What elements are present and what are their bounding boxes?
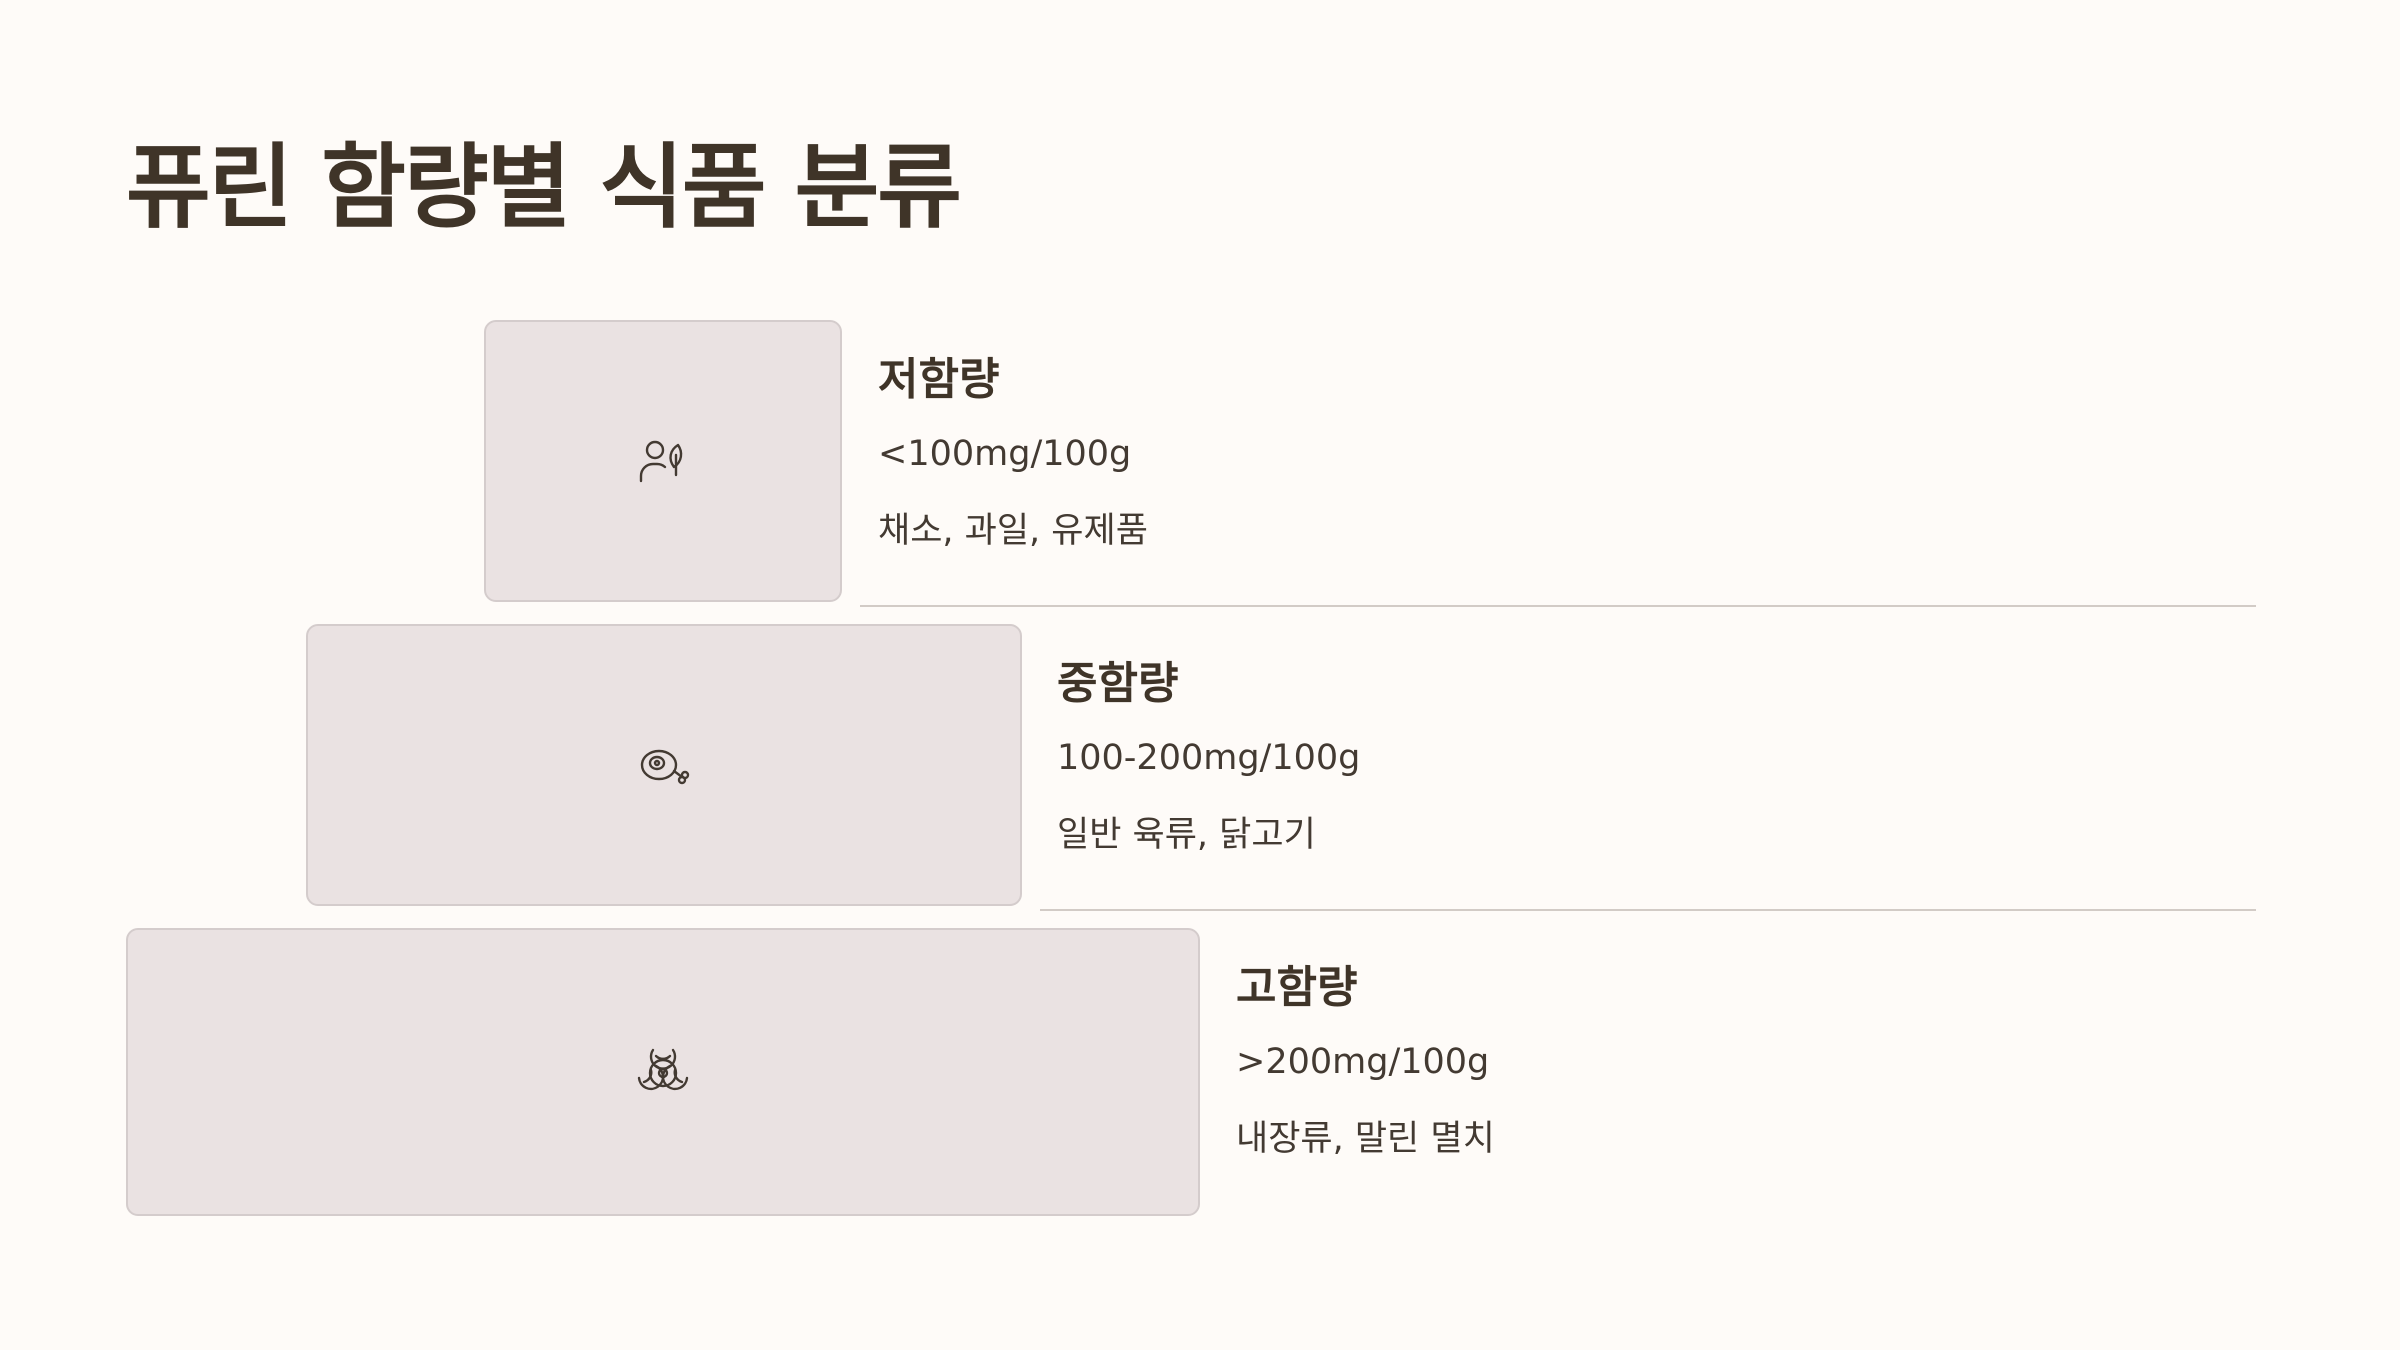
tier-name: 저함량 — [878, 354, 1000, 405]
tier-range: 100-200mg/100g — [1057, 738, 1361, 778]
tier-name: 고함량 — [1236, 962, 1358, 1013]
tier-range: <100mg/100g — [878, 434, 1132, 474]
tier-box-medium — [306, 624, 1022, 906]
tier-range: >200mg/100g — [1236, 1042, 1490, 1082]
tier-text-high: 고함량 >200mg/100g 내장류, 말린 멸치 — [1236, 958, 1495, 1164]
tier-box-low — [484, 320, 842, 602]
divider — [1040, 909, 2256, 911]
page-title: 퓨린 함량별 식품 분류 — [126, 134, 962, 241]
biohazard-icon — [635, 1044, 691, 1100]
tier-text-low: 저함량 <100mg/100g 채소, 과일, 유제품 — [878, 350, 1148, 556]
person-leaf-icon — [635, 433, 691, 489]
tier-examples: 일반 육류, 닭고기 — [1057, 815, 1316, 855]
divider — [860, 605, 2256, 607]
tier-box-high — [126, 928, 1200, 1216]
tier-examples: 내장류, 말린 멸치 — [1236, 1119, 1495, 1159]
tier-examples: 채소, 과일, 유제품 — [878, 511, 1148, 551]
tier-text-medium: 중함량 100-200mg/100g 일반 육류, 닭고기 — [1057, 654, 1360, 860]
meat-icon — [636, 737, 692, 793]
tier-name: 중함량 — [1057, 658, 1179, 709]
